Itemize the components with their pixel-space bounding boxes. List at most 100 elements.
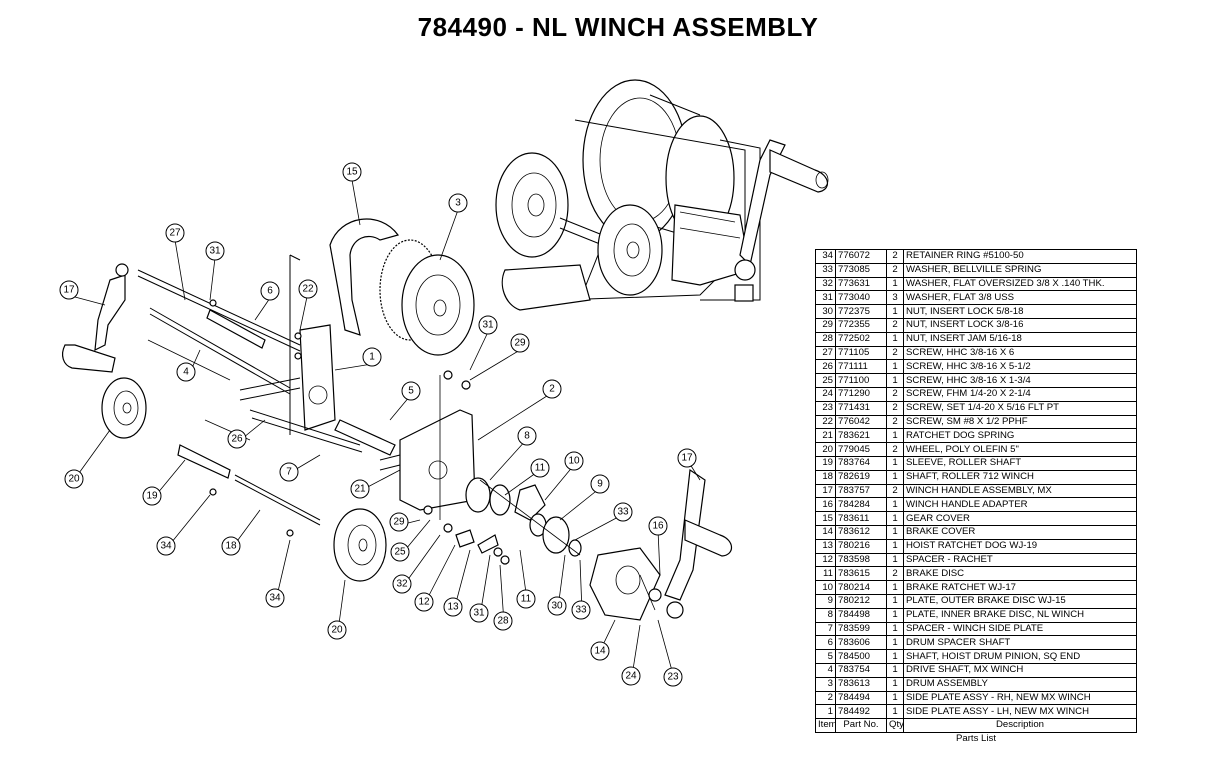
callout-label: 4	[183, 367, 189, 378]
parts-cell-description: SCREW, FHM 1/4-20 X 2-1/4	[903, 386, 1137, 402]
callout-label: 2	[549, 384, 555, 395]
parts-cell-description: DRUM SPACER SHAFT	[903, 635, 1137, 651]
parts-cell-description: DRUM ASSEMBLY	[903, 676, 1137, 692]
parts-cell-part-no: 771111	[835, 359, 887, 375]
parts-cell-description: DRIVE SHAFT, MX WINCH	[903, 662, 1137, 678]
parts-cell-qty: 1	[886, 704, 904, 720]
callout: 4	[176, 362, 196, 382]
callout: 9	[590, 474, 610, 494]
parts-cell-part-no: 773631	[835, 276, 887, 292]
column-header-description: Description	[903, 718, 1137, 733]
parts-cell-description: SCREW, HHC 3/8-16 X 1-3/4	[903, 373, 1137, 388]
parts-cell-description: NUT, INSERT LOCK 5/8-18	[903, 304, 1137, 319]
parts-cell-part-no: 783611	[835, 511, 887, 526]
callout: 29	[510, 333, 530, 353]
parts-cell-part-no: 782619	[835, 469, 887, 485]
callout: 27	[165, 223, 185, 243]
parts-cell-item: 19	[815, 455, 836, 471]
parts-cell-part-no: 780216	[835, 538, 887, 554]
parts-cell-qty: 1	[886, 304, 904, 319]
parts-cell-item: 26	[815, 359, 836, 375]
callout: 20	[327, 620, 347, 640]
callout: 11	[530, 458, 550, 478]
parts-cell-description: HOIST RATCHET DOG WJ-19	[903, 538, 1137, 554]
parts-cell-qty: 1	[886, 580, 904, 595]
parts-cell-part-no: 784494	[835, 690, 887, 706]
callout-label: 20	[68, 474, 80, 485]
callout-label: 13	[447, 602, 459, 613]
callout: 21	[350, 479, 370, 499]
parts-cell-description: WINCH HANDLE ADAPTER	[903, 497, 1137, 513]
callout: 22	[298, 279, 318, 299]
callout-label: 8	[524, 431, 530, 442]
callout-leaders	[73, 179, 701, 679]
callout: 18	[221, 536, 241, 556]
callout: 1	[362, 347, 382, 367]
callout-label: 30	[551, 601, 563, 612]
callout: 8	[517, 426, 537, 446]
parts-cell-part-no: 780214	[835, 580, 887, 595]
callout-label: 19	[146, 491, 158, 502]
callout: 26	[227, 429, 247, 449]
parts-cell-item: 31	[815, 290, 836, 306]
parts-cell-description: BRAKE COVER	[903, 524, 1137, 540]
callout-label: 11	[521, 594, 532, 605]
callout: 24	[621, 666, 641, 686]
callout: 5	[401, 381, 421, 401]
callout-label: 34	[160, 541, 172, 552]
callout: 17	[677, 448, 697, 468]
callout-label: 6	[267, 286, 273, 297]
parts-list-caption: Parts List	[815, 731, 1137, 746]
callouts: 15 3 27 31 17 6 22 31 29 1 4 2 5 20 26 8…	[59, 162, 697, 687]
callout-label: 25	[394, 547, 406, 558]
callout-label: 21	[354, 484, 366, 495]
parts-cell-qty: 1	[886, 649, 904, 664]
callout: 33	[613, 502, 633, 522]
parts-cell-qty: 1	[886, 662, 904, 678]
callout: 34	[156, 536, 176, 556]
parts-cell-part-no: 772502	[835, 331, 887, 347]
parts-cell-item: 34	[815, 249, 836, 264]
callout: 15	[342, 162, 362, 182]
parts-cell-item: 5	[815, 649, 836, 664]
parts-cell-qty: 1	[886, 331, 904, 347]
parts-cell-item: 21	[815, 428, 836, 444]
parts-cell-item: 30	[815, 304, 836, 319]
parts-cell-qty: 1	[886, 469, 904, 485]
callout-label: 23	[667, 672, 679, 683]
callout-label: 7	[286, 467, 292, 478]
parts-cell-part-no: 771105	[835, 345, 887, 361]
parts-cell-qty: 2	[886, 249, 904, 264]
exploded-parts	[62, 218, 733, 621]
parts-cell-item: 3	[815, 676, 836, 692]
parts-cell-item: 7	[815, 621, 836, 637]
callout-label: 18	[225, 541, 237, 552]
parts-cell-part-no: 776072	[835, 249, 887, 264]
parts-cell-description: NUT, INSERT JAM 5/16-18	[903, 331, 1137, 347]
parts-cell-part-no: 784284	[835, 497, 887, 513]
callout: 29	[389, 512, 409, 532]
parts-cell-description: SCREW, SM #8 X 1/2 PPHF	[903, 414, 1137, 430]
parts-cell-qty: 2	[886, 386, 904, 402]
parts-cell-part-no: 783615	[835, 566, 887, 582]
